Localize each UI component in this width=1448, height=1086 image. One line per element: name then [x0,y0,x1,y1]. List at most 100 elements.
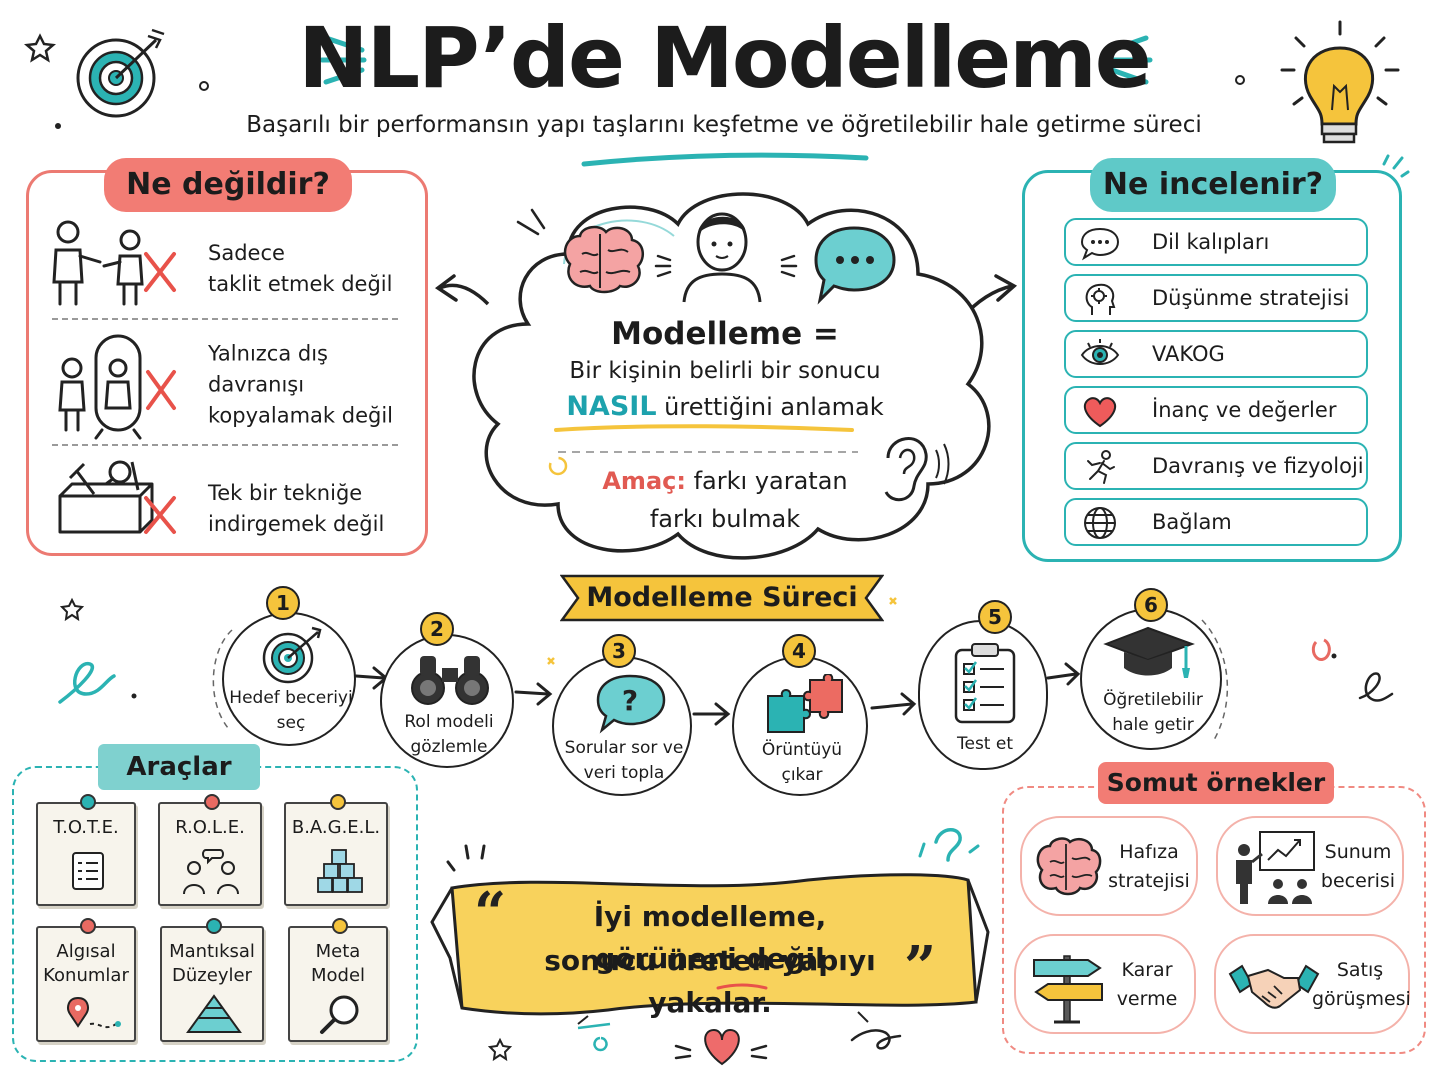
somut-ornekler-title: Somut örnekler [1098,762,1334,804]
process-step-1-badge: 1 [266,586,300,620]
ne-degildir-item-taklit: Sadece taklit etmek değil [46,210,408,328]
svg-text:?: ? [622,684,638,717]
pin-icon [206,918,222,934]
pin-icon [80,918,96,934]
title-accent-lines [319,35,1153,167]
process-step-4: Örüntüyü çıkar [732,656,868,796]
two-people-icon [183,849,239,895]
tool-note-bagel: B.A.G.E.L. [284,794,388,906]
process-step-6: Öğretilebilir hale getir [1080,608,1222,750]
graduation-cap-icon [1103,626,1195,678]
puzzle-icon [767,674,843,733]
process-step-4-badge: 4 [782,634,816,668]
ne-degildir-item-teknik: Tek bir tekniğe indirgemek değil [46,450,408,568]
binoculars-icon [411,656,489,705]
process-step-2-badge: 2 [420,612,454,646]
pin-icon [80,794,96,810]
ne-incelenir-item: Düşünme stratejisi [1064,274,1368,322]
star-icon [59,597,85,622]
pin-icon [204,794,220,810]
ne-degildir-text: Tek bir tekniğe indirgemek değil [208,481,385,536]
signpost-icon [1033,955,1103,1024]
location-path-icon [67,996,121,1029]
ne-degildir-text: Yalnızca dış davranışı kopyalamak değil [208,341,394,428]
head-gear-icon [1085,283,1116,315]
example-hafiza-stratejisi: Hafıza stratejisi [1020,816,1198,916]
ne-degildir-item-kopyalamak: Yalnızca dış davranışı kopyalamak değil [46,326,408,444]
star-icon [487,1037,513,1062]
process-step-3: ? Sorular sor ve veri topla [552,656,692,796]
center-heading: Modelleme = [611,316,839,352]
example-satis-gorusmesi: Satış görüşmesi [1214,934,1411,1034]
modelleme-cloud [472,192,991,560]
process-step-2: Rol modeli gözlemle [380,634,514,768]
ne-degildir-title: Ne değildir? [104,158,352,212]
divider [52,444,398,446]
target-icon [262,626,322,684]
example-karar-verme: Karar verme [1014,934,1196,1034]
center-line-4: farkı bulmak [649,505,801,533]
tool-note-role: R.O.L.E. [158,794,262,906]
center-line-1: Bir kişinin belirli bir sonucu [569,358,881,384]
ne-incelenir-item: İnanç ve değerler [1064,386,1368,434]
imitate-people-icon [52,220,176,306]
ne-incelenir-title: Ne incelenir? [1090,158,1336,212]
ne-degildir-text: Sadece taklit etmek değil [208,241,393,296]
light-bulb-icon [1280,20,1400,144]
pin-icon [330,794,346,810]
araclar-title: Araçlar [98,744,260,790]
clipboard-icon [72,852,104,890]
toolbox-icon [58,460,176,534]
question-bubble-icon: ? [596,674,666,734]
process-step-1: Hedef beceriyi seç [222,612,356,746]
tool-note-tote: T.O.T.E. [36,794,136,906]
process-step-3-badge: 3 [602,634,636,668]
center-line-2: NASIL ürettiğini anlamak [566,391,884,422]
ne-incelenir-item: Bağlam [1064,498,1368,546]
speech-bubble-icon [1080,227,1120,261]
page-title: NLP’de Modelleme [298,9,1151,107]
running-person-icon [1087,450,1115,484]
heart-icon [1083,397,1117,428]
example-sunum-becerisi: Sunum becerisi [1216,816,1404,916]
center-nasil: NASIL [566,391,657,422]
close-quote-icon: ” [904,934,936,1000]
process-step-5-badge: 5 [978,600,1012,634]
ear-icon [884,437,950,502]
process-step-6-badge: 6 [1134,588,1168,622]
quote-line-1: İyi modelleme, görüneni değil [593,900,827,975]
mirror-icon [58,334,176,440]
person-icon [682,212,762,303]
presentation-icon [1236,831,1315,904]
ne-incelenir-item: VAKOG [1064,330,1368,378]
ne-incelenir-item: Dil kalıpları [1064,218,1368,266]
ne-incelenir-item: Davranış ve fizyoloji [1064,442,1368,490]
process-step-5: Test et [918,620,1048,770]
open-quote-icon: “ [474,880,506,946]
globe-icon [1084,507,1116,539]
speech-bubble-icon [814,226,896,305]
center-amac: Amaç: farkı yaratan [602,467,848,495]
pyramid-icon [186,994,242,1033]
process-banner [560,574,884,622]
process-title: Modelleme Süreci [586,582,858,613]
quote-banner: “ ” [430,873,990,1025]
handshake-icon [1228,964,1320,1009]
divider [52,318,398,320]
target-icon [76,28,165,118]
quote-line-2: sonucu üreten yapıyı yakalar. [544,944,876,1019]
magnifier-icon [320,995,359,1034]
star-icon [24,33,56,63]
pin-icon [332,918,348,934]
checklist-icon [954,643,1016,724]
brain-icon [563,225,645,294]
heart-icon [704,1028,740,1066]
blocks-icon [317,849,363,893]
eye-icon [1080,339,1120,365]
brain-icon [1036,837,1102,896]
page-subtitle: Başarılı bir performansın yapı taşlarını… [246,112,1202,138]
